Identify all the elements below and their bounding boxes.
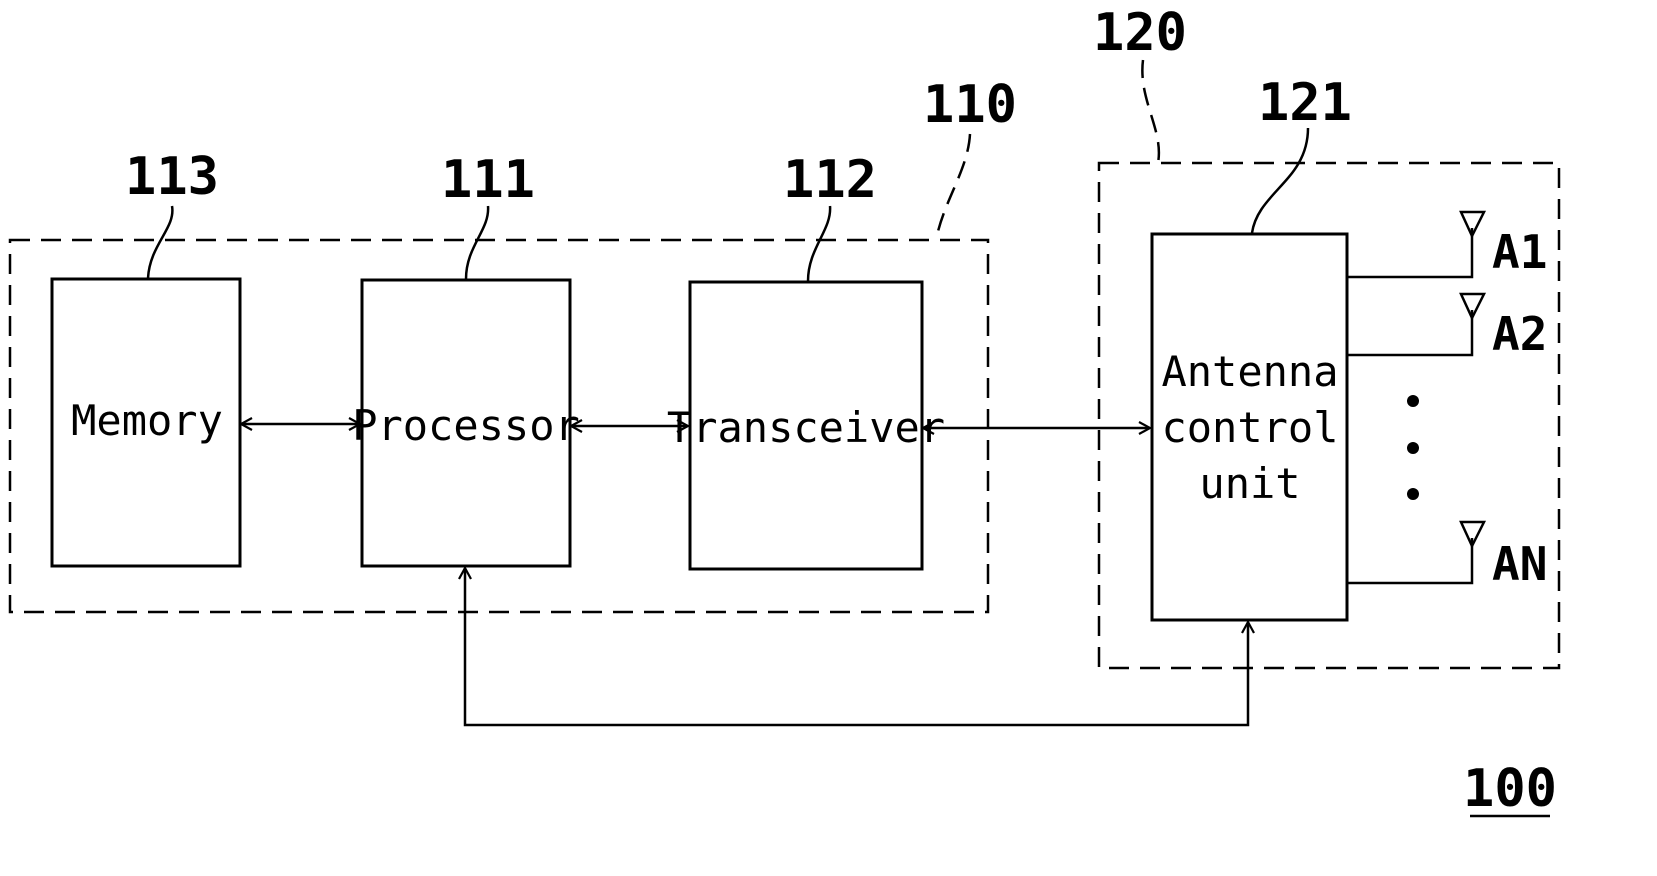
antenna-an-icon xyxy=(1461,522,1484,546)
ellipsis-dot-1 xyxy=(1407,395,1419,407)
antenna-a2-label: A2 xyxy=(1492,307,1547,361)
antenna-an-label: AN xyxy=(1492,537,1547,591)
antenna-a1-icon xyxy=(1461,212,1484,236)
ref-113-leader xyxy=(148,206,172,278)
ellipsis-dot-3 xyxy=(1407,488,1419,500)
ref-120: 120 xyxy=(1093,3,1187,63)
antenna-an-feed xyxy=(1347,538,1472,583)
ref-110: 110 xyxy=(923,75,1017,135)
ref-111-leader xyxy=(466,206,488,279)
ref-121-leader xyxy=(1252,128,1308,233)
antenna-a2-icon xyxy=(1461,294,1484,318)
antenna-control-label-line1: Antenna xyxy=(1161,347,1338,396)
antenna-control-label-line3: unit xyxy=(1199,459,1300,508)
ref-111: 111 xyxy=(441,150,535,210)
memory-label: Memory xyxy=(71,396,223,445)
ref-120-leader xyxy=(1142,60,1159,163)
ref-110-leader xyxy=(936,134,970,240)
antenna-control-label-line2: control xyxy=(1161,403,1338,452)
ref-113: 113 xyxy=(125,147,219,207)
ellipsis-dot-2 xyxy=(1407,442,1419,454)
antenna-a1-feed xyxy=(1347,228,1472,277)
processor-label: Processor xyxy=(352,401,580,450)
figure-ref: 100 xyxy=(1463,759,1557,819)
ref-112: 112 xyxy=(783,150,877,210)
ref-121: 121 xyxy=(1258,73,1352,133)
antenna-a2-feed xyxy=(1347,310,1472,355)
ref-112-leader xyxy=(808,206,830,281)
antenna-a1-label: A1 xyxy=(1492,225,1547,279)
transceiver-label: Transceiver xyxy=(667,403,945,452)
processor-antenna-control-link xyxy=(465,568,1248,725)
